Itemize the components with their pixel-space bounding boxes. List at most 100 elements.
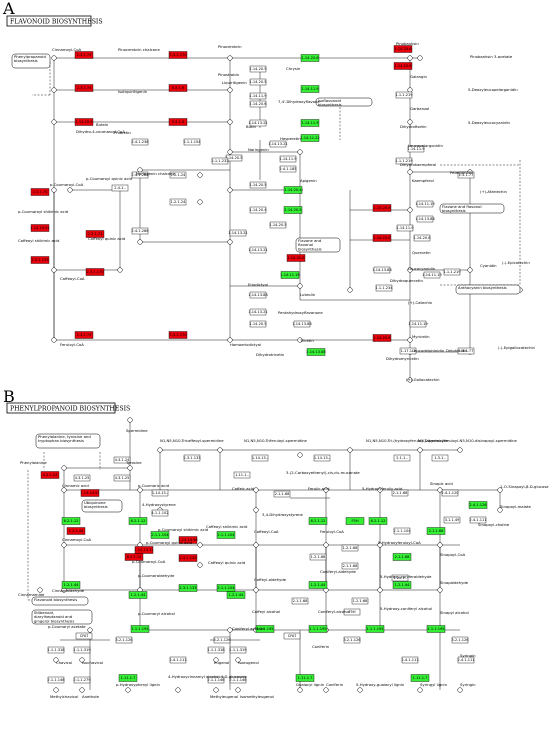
- enzyme-box[interactable]: [343, 636, 361, 644]
- down-regulated-enzyme[interactable]: [128, 517, 148, 525]
- enzyme-box[interactable]: [409, 320, 427, 328]
- down-regulated-enzyme[interactable]: [61, 581, 81, 589]
- enzyme-box[interactable]: [151, 509, 169, 517]
- map-link-box[interactable]: [11, 53, 51, 69]
- enzyme-box[interactable]: [249, 246, 267, 254]
- enzyme-box[interactable]: [249, 181, 267, 189]
- down-regulated-enzyme[interactable]: [255, 625, 275, 633]
- up-regulated-enzyme[interactable]: [134, 546, 154, 554]
- enzyme-box[interactable]: [249, 65, 267, 73]
- up-regulated-enzyme[interactable]: [372, 334, 392, 342]
- down-regulated-enzyme[interactable]: [365, 625, 385, 633]
- up-regulated-enzyme[interactable]: [393, 45, 413, 53]
- down-regulated-enzyme[interactable]: [426, 625, 446, 633]
- enzyme-box[interactable]: [183, 138, 201, 146]
- down-regulated-enzyme[interactable]: [392, 553, 412, 561]
- up-regulated-enzyme[interactable]: [168, 118, 188, 126]
- enzyme-box[interactable]: [283, 632, 301, 640]
- enzyme-box[interactable]: [151, 489, 169, 497]
- enzyme-box[interactable]: [269, 221, 287, 229]
- enzyme-box[interactable]: [207, 676, 225, 684]
- enzyme-box[interactable]: [75, 632, 93, 640]
- map-link-box[interactable]: [439, 203, 505, 214]
- enzyme-box[interactable]: [431, 454, 449, 462]
- enzyme-box[interactable]: [407, 145, 425, 153]
- down-regulated-enzyme[interactable]: [368, 517, 388, 525]
- enzyme-box[interactable]: [73, 646, 91, 654]
- enzyme-box[interactable]: [249, 119, 267, 127]
- down-regulated-enzyme[interactable]: [130, 625, 150, 633]
- enzyme-box[interactable]: [343, 608, 361, 616]
- enzyme-box[interactable]: [375, 284, 393, 292]
- up-regulated-enzyme[interactable]: [124, 553, 144, 561]
- up-regulated-enzyme[interactable]: [168, 51, 188, 59]
- enzyme-box[interactable]: [416, 215, 434, 223]
- down-regulated-enzyme[interactable]: [216, 584, 236, 592]
- enzyme-box[interactable]: [47, 676, 65, 684]
- enzyme-box[interactable]: [111, 184, 129, 192]
- down-regulated-enzyme[interactable]: [426, 527, 446, 535]
- up-regulated-enzyme[interactable]: [372, 204, 392, 212]
- down-regulated-enzyme[interactable]: [410, 674, 430, 682]
- enzyme-box[interactable]: [249, 100, 267, 108]
- enzyme-box[interactable]: [249, 92, 267, 100]
- up-regulated-enzyme[interactable]: [74, 84, 94, 92]
- down-regulated-enzyme[interactable]: [280, 271, 300, 279]
- down-regulated-enzyme[interactable]: [283, 206, 303, 214]
- down-regulated-enzyme[interactable]: [306, 348, 326, 356]
- enzyme-box[interactable]: [249, 206, 267, 214]
- down-regulated-enzyme[interactable]: [300, 54, 320, 62]
- enzyme-box[interactable]: [131, 138, 149, 146]
- enzyme-box[interactable]: [291, 597, 309, 605]
- enzyme-box[interactable]: [169, 656, 187, 664]
- enzyme-box[interactable]: [457, 656, 475, 664]
- down-regulated-enzyme[interactable]: [226, 591, 246, 599]
- enzyme-box[interactable]: [341, 544, 359, 552]
- enzyme-box[interactable]: [351, 597, 369, 605]
- enzyme-box[interactable]: [73, 676, 91, 684]
- down-regulated-enzyme[interactable]: [345, 517, 365, 525]
- enzyme-box[interactable]: [183, 454, 201, 462]
- enzyme-box[interactable]: [279, 165, 297, 173]
- enzyme-box[interactable]: [251, 454, 269, 462]
- enzyme-box[interactable]: [273, 490, 291, 498]
- down-regulated-enzyme[interactable]: [308, 581, 328, 589]
- enzyme-box[interactable]: [213, 636, 231, 644]
- up-regulated-enzyme[interactable]: [74, 51, 94, 59]
- map-link-box[interactable]: [295, 237, 341, 253]
- enzyme-box[interactable]: [249, 291, 267, 299]
- down-regulated-enzyme[interactable]: [468, 501, 488, 509]
- up-regulated-enzyme[interactable]: [286, 254, 306, 262]
- down-regulated-enzyme[interactable]: [128, 591, 148, 599]
- map-link-box[interactable]: [31, 609, 93, 625]
- enzyme-box[interactable]: [423, 271, 441, 279]
- down-regulated-enzyme[interactable]: [150, 531, 170, 539]
- down-regulated-enzyme[interactable]: [300, 134, 320, 142]
- enzyme-box[interactable]: [401, 656, 419, 664]
- down-regulated-enzyme[interactable]: [178, 584, 198, 592]
- up-regulated-enzyme[interactable]: [66, 527, 86, 535]
- enzyme-box[interactable]: [233, 471, 251, 479]
- down-regulated-enzyme[interactable]: [61, 517, 81, 525]
- down-regulated-enzyme[interactable]: [283, 186, 303, 194]
- enzyme-box[interactable]: [469, 516, 487, 524]
- map-link-box[interactable]: [35, 433, 101, 449]
- up-regulated-enzyme[interactable]: [85, 268, 105, 276]
- enzyme-box[interactable]: [395, 157, 413, 165]
- enzyme-box[interactable]: [207, 646, 225, 654]
- enzyme-box[interactable]: [211, 157, 229, 165]
- enzyme-box[interactable]: [113, 456, 131, 464]
- map-link-box[interactable]: [81, 499, 123, 513]
- enzyme-box[interactable]: [457, 347, 475, 355]
- down-regulated-enzyme[interactable]: [295, 674, 315, 682]
- enzyme-box[interactable]: [391, 489, 409, 497]
- enzyme-box[interactable]: [249, 78, 267, 86]
- enzyme-box[interactable]: [441, 489, 459, 497]
- enzyme-box[interactable]: [457, 171, 475, 179]
- enzyme-box[interactable]: [395, 91, 413, 99]
- up-regulated-enzyme[interactable]: [372, 234, 392, 242]
- enzyme-box[interactable]: [229, 646, 247, 654]
- enzyme-box[interactable]: [229, 676, 247, 684]
- enzyme-box[interactable]: [313, 454, 331, 462]
- map-link-box[interactable]: [31, 596, 89, 606]
